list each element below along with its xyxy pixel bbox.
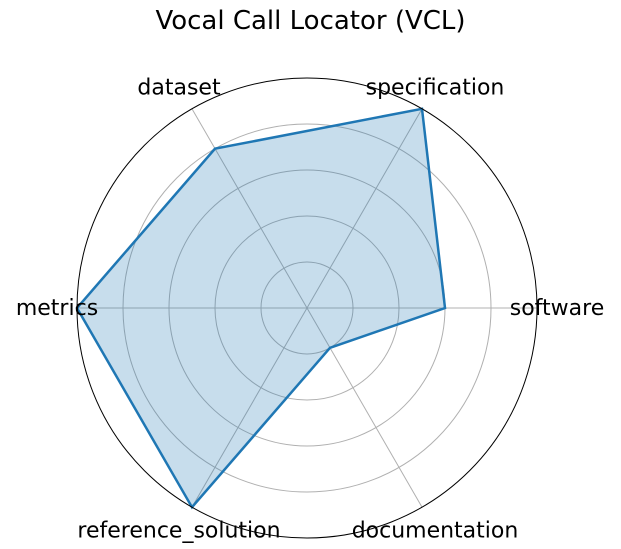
grid-ring — [260, 261, 354, 355]
axis-label-dataset: dataset — [137, 75, 221, 100]
axis-label-metrics: metrics — [16, 296, 98, 321]
radar-series — [75, 77, 538, 539]
spoke-reference_solution — [191, 307, 308, 508]
grid-ring — [214, 215, 400, 401]
spoke-specification — [306, 108, 423, 309]
axis-label-reference_solution: reference_solution — [77, 519, 280, 544]
axis-labels: software specification dataset metrics refer… — [16, 75, 604, 543]
spoke-documentation — [306, 307, 423, 508]
spoke-dataset — [191, 108, 308, 309]
axis-label-software: software — [510, 296, 604, 321]
grid-ring — [122, 123, 492, 493]
radar-grid — [77, 108, 537, 508]
chart-title: Vocal Call Locator (VCL) — [155, 6, 466, 36]
series-area — [77, 108, 445, 508]
outer-frame — [76, 77, 538, 539]
axis-label-documentation: documentation — [352, 519, 519, 544]
axis-label-specification: specification — [366, 75, 505, 100]
